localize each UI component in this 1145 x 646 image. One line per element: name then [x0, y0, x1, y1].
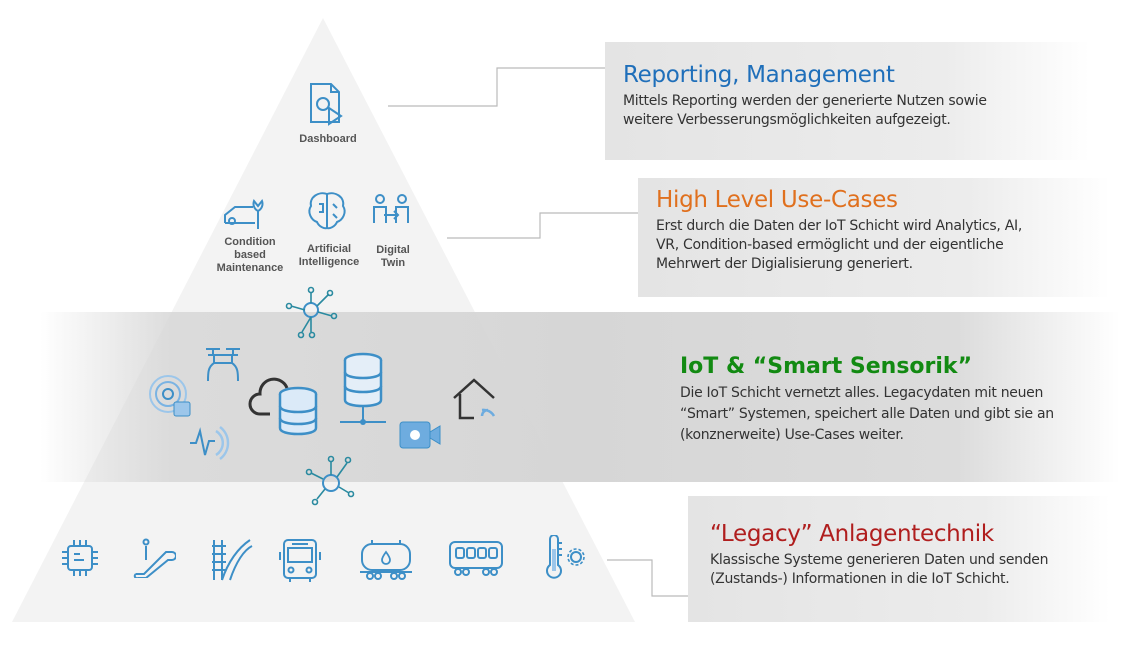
- network-hub-icon-top: [285, 286, 338, 339]
- iot-section: IoT & “Smart Sensorik” Die IoT Schicht v…: [680, 354, 1100, 446]
- dashboard-label: Dashboard: [299, 133, 357, 145]
- vibration-sensor-icon: [190, 426, 230, 460]
- reporting-section: Reporting, Management Mittels Reporting …: [605, 42, 1090, 160]
- cloud-database-icon: [248, 377, 318, 436]
- car-wrench-icon: [224, 198, 264, 229]
- reporting-text: Mittels Reporting werden der generierte …: [623, 93, 987, 128]
- use-case-label-cbm: Condition based Maintenance: [216, 236, 284, 274]
- legacy-section: “Legacy” Anlagentechnik Klassische Syste…: [688, 496, 1110, 622]
- tank-wagon-icon: [360, 540, 412, 580]
- use-case-label-ai: Artificial Intelligence: [298, 243, 360, 268]
- legacy-title: “Legacy” Anlagentechnik: [710, 521, 994, 547]
- escalator-icon: [133, 538, 176, 578]
- rail-switch-icon: [212, 539, 253, 581]
- camera-settings-icon: [399, 421, 441, 449]
- iot-title: IoT & “Smart Sensorik”: [680, 354, 973, 379]
- use-case-label-twin: Digital Twin: [376, 244, 410, 269]
- database-server-icon: [340, 352, 386, 425]
- legacy-text: Klassische Systeme generieren Daten und …: [710, 552, 1049, 587]
- highlevel-title: High Level Use-Cases: [656, 187, 898, 213]
- network-hub-icon-bottom: [305, 455, 355, 506]
- bus-icon: [279, 539, 321, 582]
- chip-icon: [62, 540, 98, 576]
- iot-band: [40, 312, 1120, 482]
- smart-home-icon: [453, 378, 496, 420]
- dashboard-icon: [310, 83, 343, 126]
- highlevel-section: High Level Use-Cases Erst durch die Date…: [638, 178, 1110, 297]
- train-wagon-icon: [449, 541, 503, 576]
- highlevel-text: Erst durch die Daten der IoT Schicht wir…: [656, 218, 1022, 272]
- brain-icon: [308, 192, 346, 230]
- temperature-settings-icon: [546, 535, 585, 579]
- reporting-title: Reporting, Management: [623, 62, 895, 88]
- rfid-sensor-icon: [149, 375, 191, 417]
- iot-text: Die IoT Schicht vernetzt alles. Legacyda…: [680, 385, 1054, 443]
- digital-twin-icon: [373, 194, 409, 223]
- drone-icon: [206, 348, 240, 382]
